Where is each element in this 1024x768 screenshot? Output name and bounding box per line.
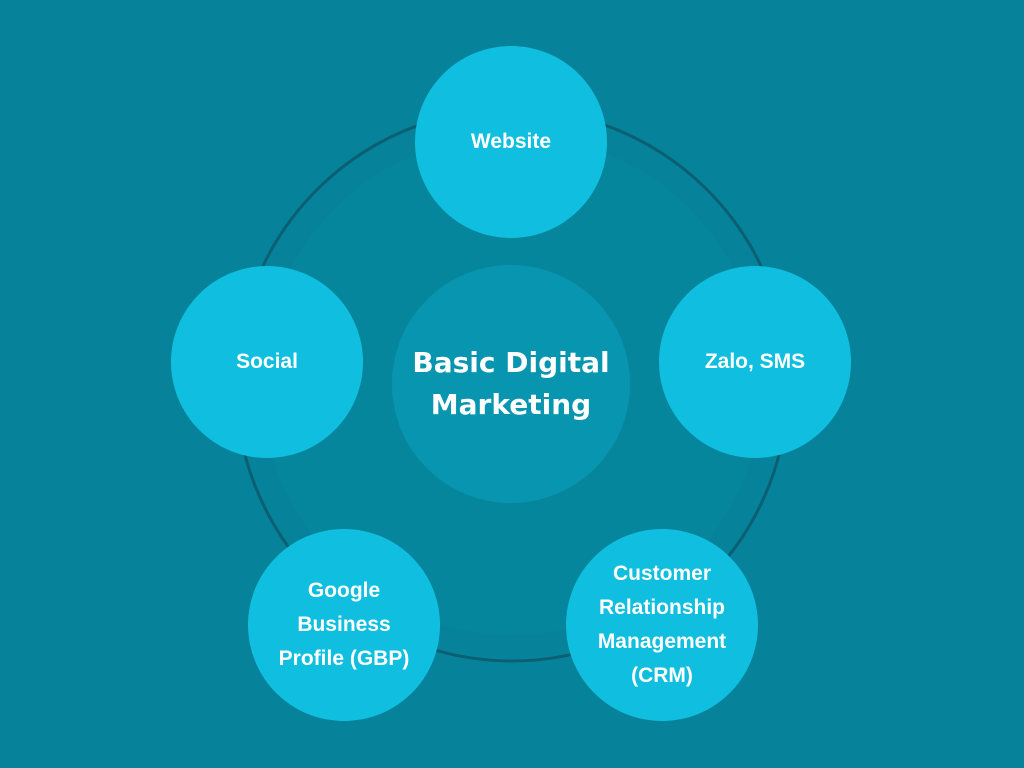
satellite-node-social: Social xyxy=(171,266,363,458)
satellite-label-gbp: Google Business Profile (GBP) xyxy=(278,579,410,670)
satellite-node-zalo-sms: Zalo, SMS xyxy=(659,266,851,458)
satellite-label-website: Website xyxy=(470,130,552,153)
center-node: Basic Digital Marketing xyxy=(392,265,630,503)
satellite-node-website: Website xyxy=(415,46,607,238)
satellite-label-social: Social xyxy=(236,350,298,373)
satellite-node-gbp: Google Business Profile (GBP) xyxy=(248,529,440,721)
satellite-node-crm: Customer Relationship Management (CRM) xyxy=(566,529,758,721)
satellite-label-crm: Customer Relationship Management (CRM) xyxy=(597,562,727,687)
center-label: Basic Digital Marketing xyxy=(412,346,610,421)
satellite-label-zalo-sms: Zalo, SMS xyxy=(704,350,806,373)
